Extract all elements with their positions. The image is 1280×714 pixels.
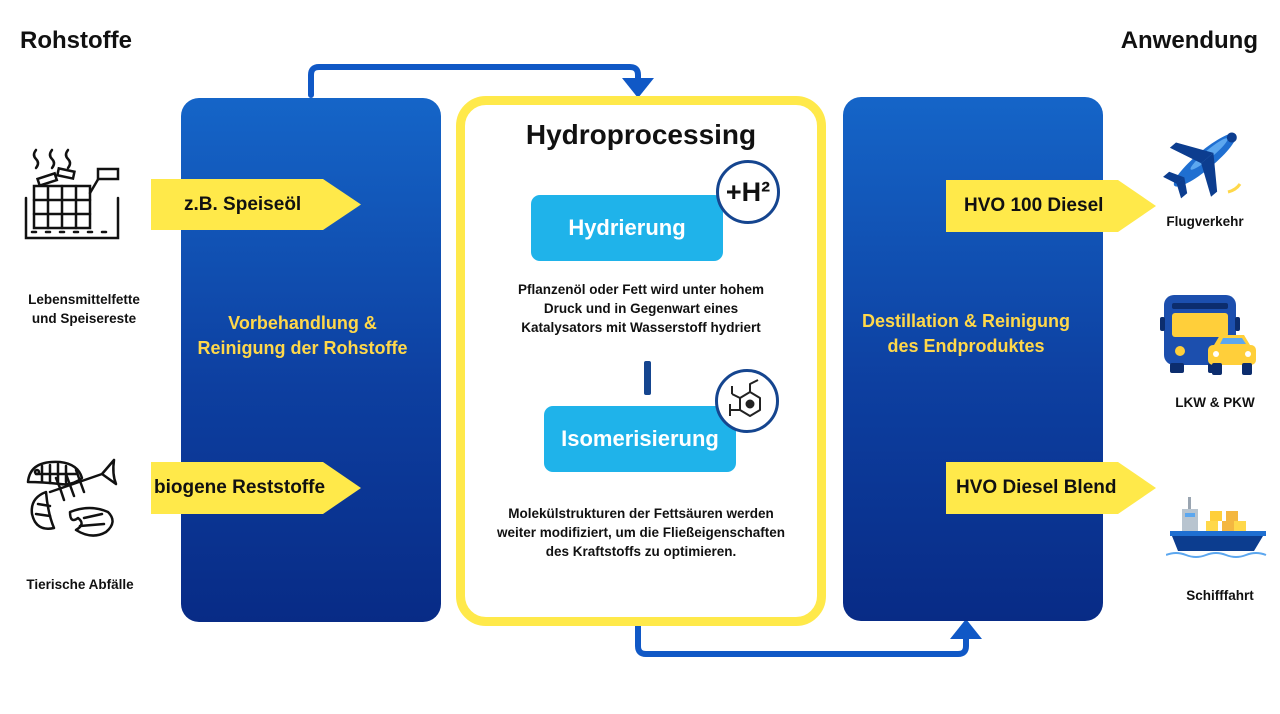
feedstock-arrow-1: z.B. Speiseöl <box>151 179 361 230</box>
bottom-flow-arrow <box>635 622 969 657</box>
product-arrow-1: HVO 100 Diesel <box>946 180 1156 232</box>
hydrierung-step: Hydrierung <box>531 195 723 261</box>
feedstock-label-1-line1: Lebensmittelfette <box>28 292 140 307</box>
distillation-text: Destillation & Reinigung des Endprodukte… <box>843 309 1089 359</box>
product-arrow-2-label: HVO Diesel Blend <box>956 477 1117 498</box>
application-label-2: LKW & PKW <box>1175 395 1255 410</box>
ship-icon <box>1166 497 1267 558</box>
isomerisierung-desc-line3: des Kraftstoffs zu optimieren. <box>545 544 737 559</box>
molecule-structure-icon <box>729 379 761 417</box>
isomerisierung-step: Isomerisierung <box>544 406 736 472</box>
application-label-1: Flugverkehr <box>1166 214 1244 229</box>
top-flow-arrow <box>308 64 641 98</box>
application-label-3: Schifffahrt <box>1186 588 1254 603</box>
bottom-arrow-head <box>950 619 982 639</box>
distillation-line2: des Endproduktes <box>887 336 1045 356</box>
h2-badge: +H² <box>716 160 780 224</box>
step-connector <box>644 361 651 395</box>
hydrierung-description: Pflanzenöl oder Fett wird unter hohem Dr… <box>465 280 817 337</box>
isomerisierung-desc-line1: Molekülstrukturen der Fettsäuren werden <box>508 506 774 521</box>
heading-rohstoffe: Rohstoffe <box>20 27 132 54</box>
hydrierung-desc-line2: Druck und in Gegenwart eines <box>543 301 739 316</box>
product-arrow-2: HVO Diesel Blend <box>946 462 1156 514</box>
pretreatment-column: Vorbehandlung & Reinigung der Rohstoffe <box>181 98 441 622</box>
hydroprocessing-title: Hydroprocessing <box>525 119 757 150</box>
feedstock-label-2: Tierische Abfälle <box>26 577 134 592</box>
fish-bone-icon <box>26 458 118 537</box>
pretreatment-line1: Vorbehandlung & <box>228 313 377 333</box>
feedstock-arrow-2: biogene Reststoffe <box>151 462 361 514</box>
bus-car-icon <box>1160 295 1256 375</box>
pretreatment-text: Vorbehandlung & Reinigung der Rohstoffe <box>181 311 424 361</box>
top-arrow-head <box>622 78 654 98</box>
hydrierung-desc-line1: Pflanzenöl oder Fett wird unter hohem <box>517 282 764 297</box>
heading-anwendung: Anwendung <box>1120 27 1258 54</box>
distillation-column: Destillation & Reinigung des Endprodukte… <box>843 97 1103 621</box>
hydroprocessing-box: Hydroprocessing Hydrierung +H² Pflanzenö… <box>456 96 826 626</box>
feedstock-arrow-1-label: z.B. Speiseöl <box>184 193 302 215</box>
distillation-line1: Destillation & Reinigung <box>861 311 1070 331</box>
airplane-icon <box>1163 132 1242 199</box>
pretreatment-line2: Reinigung der Rohstoffe <box>197 338 408 358</box>
feedstock-label-1: Lebensmittelfette und Speisereste <box>4 290 164 328</box>
h2-label: +H² <box>725 176 771 207</box>
feedstock-arrow-2-label: biogene Reststoffe <box>154 477 326 498</box>
product-arrow-1-label: HVO 100 Diesel <box>964 195 1104 216</box>
feedstock-label-1-line2: und Speisereste <box>31 311 137 326</box>
hydrierung-desc-line3: Katalysators mit Wasserstoff hydriert <box>521 320 761 335</box>
isomerisierung-description: Molekülstrukturen der Fettsäuren werden … <box>465 504 817 561</box>
molecule-icon <box>715 369 779 433</box>
fryer-icon <box>24 148 120 240</box>
isomerisierung-desc-line2: weiter modifiziert, um die Fließeigensch… <box>496 525 786 540</box>
